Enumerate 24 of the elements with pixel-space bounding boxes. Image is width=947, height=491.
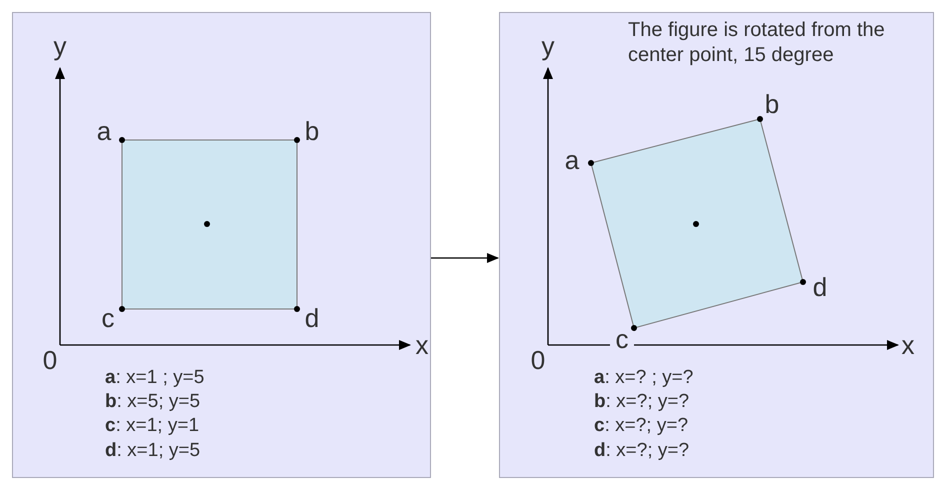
corner-label: b xyxy=(764,91,780,117)
note-text: The figure is rotated from the center point, 15 degree xyxy=(628,18,886,68)
corner-label: b xyxy=(304,118,320,144)
coordinate-text: c: x=?; y=? xyxy=(594,416,688,434)
corner-label: d xyxy=(812,274,828,300)
coordinate-text: b: x=5; y=5 xyxy=(105,392,200,410)
axis-label: y xyxy=(542,33,554,59)
arrow xyxy=(431,253,499,263)
axis-label: x xyxy=(902,332,914,358)
axis-label: x xyxy=(416,332,428,358)
corner-label: a xyxy=(96,118,112,144)
corner-label: a xyxy=(564,147,580,173)
corner-label: c xyxy=(616,326,628,352)
coordinate-text: b: x=?; y=? xyxy=(594,392,690,410)
origin-label: 0 xyxy=(530,347,546,373)
coordinate-text: a: x=1 ; y=5 xyxy=(105,368,204,386)
coordinate-text: d: x=?; y=? xyxy=(594,440,690,460)
origin-label: 0 xyxy=(42,347,58,373)
coordinate-text: c: x=1; y=1 xyxy=(105,416,200,434)
coordinate-text: a: x=? ; y=? xyxy=(594,368,694,386)
axis-label: y xyxy=(54,33,66,59)
corner-label: d xyxy=(304,305,320,331)
coordinate-text: d: x=1; y=5 xyxy=(105,440,200,460)
corner-label: c xyxy=(102,305,114,331)
